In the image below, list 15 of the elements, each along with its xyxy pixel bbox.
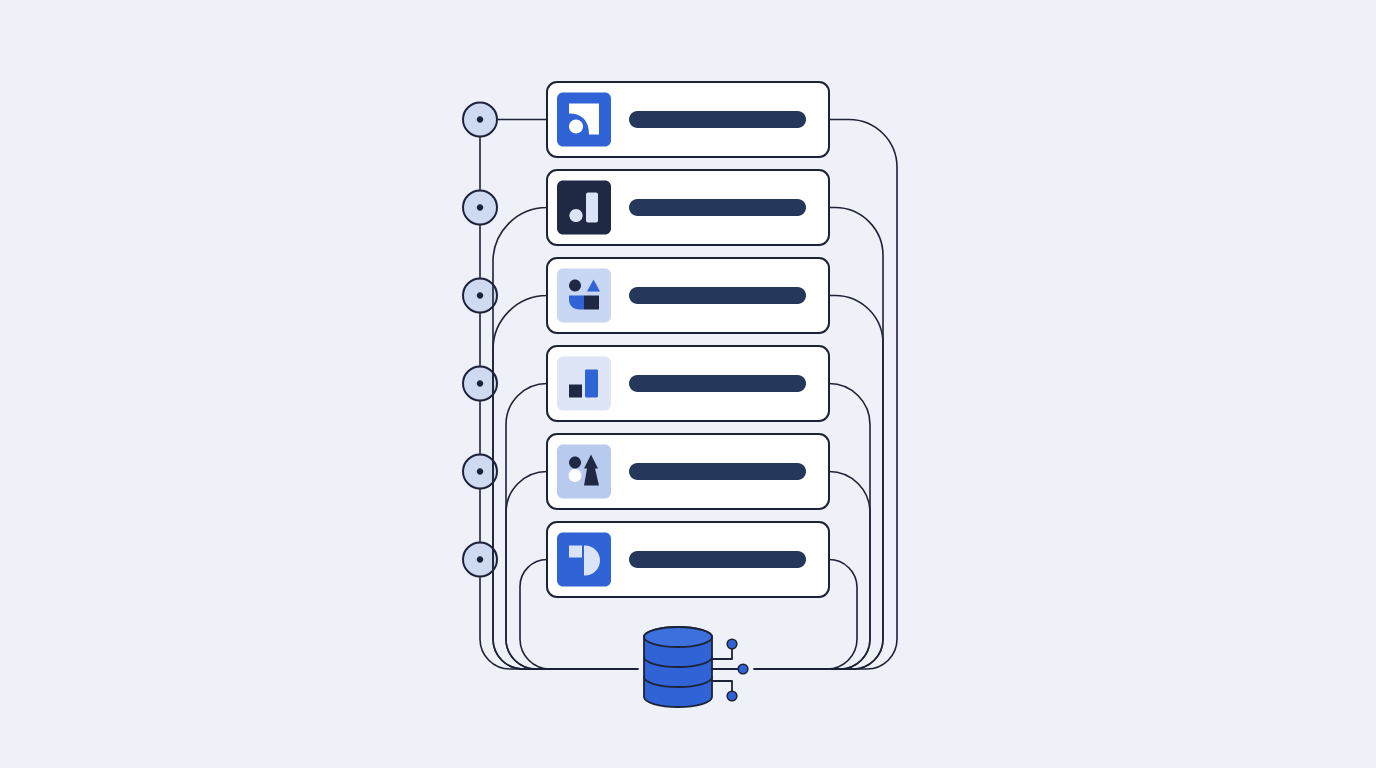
port-circle — [462, 277, 498, 314]
port-circle — [462, 101, 498, 138]
port-circle — [462, 541, 498, 578]
connector-line — [479, 488, 481, 543]
connector-line — [497, 118, 547, 121]
connector-line — [753, 558, 858, 670]
port-circle — [462, 453, 498, 490]
connector-line — [479, 224, 481, 279]
port-circle — [462, 189, 498, 226]
port-circle — [462, 365, 498, 402]
connector-line — [479, 312, 481, 367]
connector-line — [479, 136, 481, 191]
connector-line — [479, 400, 481, 455]
database-cylinder — [643, 626, 749, 708]
connector-line — [519, 558, 639, 670]
